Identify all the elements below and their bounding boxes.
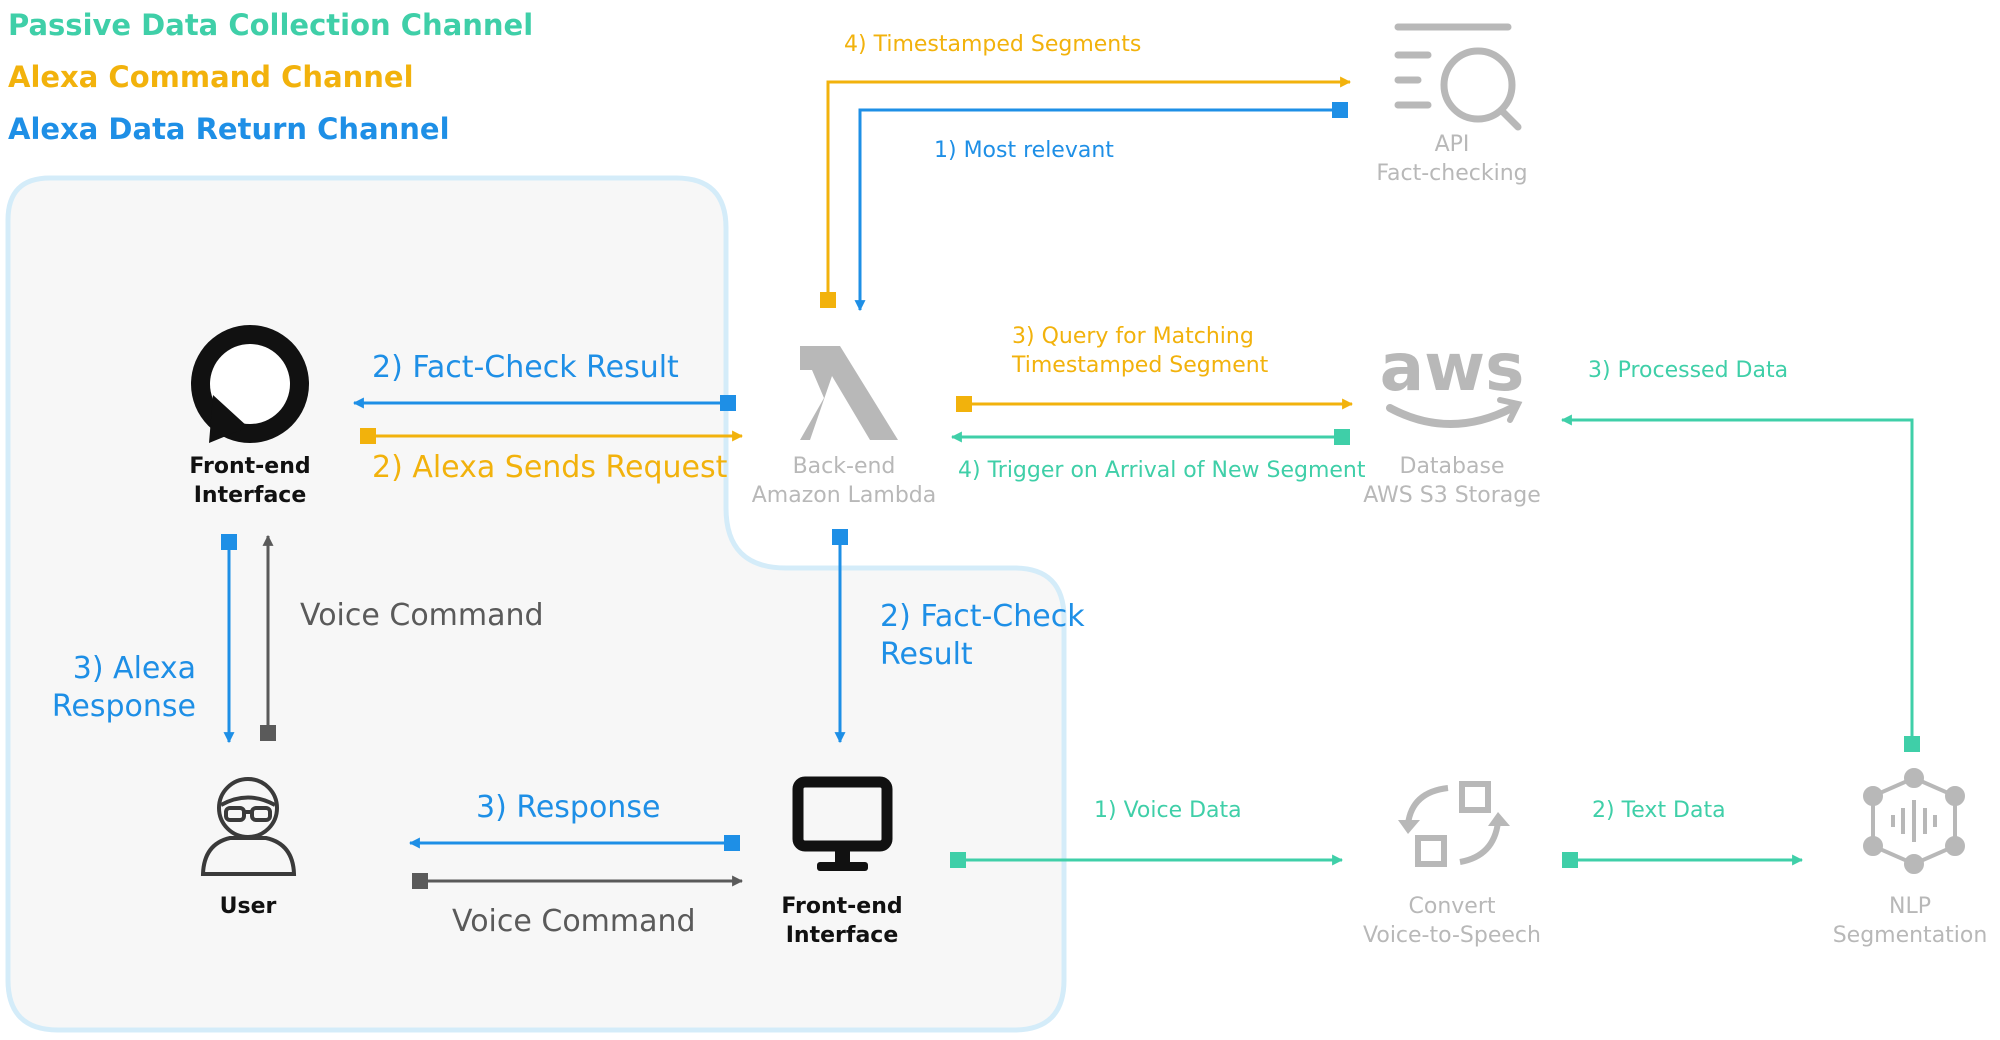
nlp-label: NLP Segmentation — [1820, 892, 2000, 950]
nlp-network-icon — [1863, 768, 1965, 874]
label-query-matching-line2: Timestamped Segment — [1012, 353, 1269, 378]
label-text-data: 2) Text Data — [1592, 798, 1726, 823]
monitor-interface-label-line1: Front-end — [781, 894, 903, 919]
legend-return-channel: Alexa Data Return Channel — [8, 112, 450, 146]
edge-voice-data — [950, 852, 1344, 868]
edge-alexa-sends-request — [360, 428, 744, 444]
api-label-line2: Fact-checking — [1376, 161, 1528, 186]
label-voice-data: 1) Voice Data — [1094, 798, 1242, 823]
edge-trigger-new-segment — [950, 429, 1350, 445]
alexa-interface-label: Front-end Interface — [170, 452, 330, 510]
label-factcheck-result-monitor-line1: 2) Fact-Check — [880, 599, 1085, 634]
user-label: User — [219, 894, 277, 919]
label-most-relevant: 1) Most relevant — [934, 138, 1114, 163]
edge-factcheck-result-alexa — [352, 395, 736, 411]
label-factcheck-result-monitor: 2) Fact-Check Result — [880, 598, 1085, 674]
monitor-interface-label: Front-end Interface — [762, 892, 922, 950]
alexa-interface-label-line1: Front-end — [189, 454, 311, 479]
edge-timestamped-segments — [820, 76, 1352, 308]
nlp-label-line2: Segmentation — [1832, 923, 1988, 948]
label-voice-command-vertical: Voice Command — [300, 598, 544, 633]
label-alexa-response-line1: 3) Alexa — [72, 651, 196, 686]
legend-passive-channel: Passive Data Collection Channel — [8, 8, 534, 42]
database-label-line2: AWS S3 Storage — [1363, 483, 1541, 508]
lambda-label-line1: Back-end — [792, 454, 896, 479]
edge-most-relevant — [854, 102, 1348, 312]
label-alexa-response: 3) Alexa Response — [30, 650, 196, 726]
label-response: 3) Response — [476, 790, 661, 825]
label-factcheck-result-alexa: 2) Fact-Check Result — [372, 350, 679, 385]
label-timestamped-segments: 4) Timestamped Segments — [844, 32, 1142, 57]
lambda-label: Back-end Amazon Lambda — [744, 452, 944, 510]
convert-label-line2: Voice-to-Speech — [1363, 923, 1541, 948]
database-label-line1: Database — [1399, 454, 1505, 479]
legend-command-channel: Alexa Command Channel — [8, 60, 414, 94]
label-trigger-new-segment: 4) Trigger on Arrival of New Segment — [958, 458, 1366, 483]
convert-arrows-icon — [1398, 781, 1510, 867]
label-alexa-sends-request: 2) Alexa Sends Request — [372, 450, 728, 485]
user-icon — [200, 777, 297, 876]
aws-logo-icon: aws — [1380, 329, 1525, 428]
svg-text:aws: aws — [1380, 329, 1525, 406]
label-query-matching-line1: 3) Query for Matching — [1012, 324, 1254, 349]
api-label: API Fact-checking — [1372, 130, 1532, 188]
lambda-icon — [800, 346, 898, 440]
edge-factcheck-result-monitor — [832, 529, 848, 744]
edge-alexa-response — [221, 534, 237, 744]
edge-text-data — [1562, 852, 1804, 868]
edge-query-matching — [956, 396, 1354, 412]
monitor-icon — [792, 776, 893, 871]
label-query-matching: 3) Query for Matching Timestamped Segmen… — [1012, 322, 1268, 380]
convert-label-line1: Convert — [1408, 894, 1496, 919]
convert-label: Convert Voice-to-Speech — [1352, 892, 1552, 950]
edge-response — [408, 835, 740, 851]
monitor-interface-label-line2: Interface — [785, 923, 899, 948]
nlp-label-line1: NLP — [1889, 894, 1931, 919]
lambda-label-line2: Amazon Lambda — [751, 483, 937, 508]
label-alexa-response-line2: Response — [51, 689, 196, 724]
api-label-line1: API — [1434, 132, 1470, 157]
edge-processed-data — [1560, 414, 1920, 752]
search-list-icon — [1394, 23, 1522, 131]
database-label: Database AWS S3 Storage — [1352, 452, 1552, 510]
label-factcheck-result-monitor-line2: Result — [880, 637, 973, 672]
edge-voice-command-vertical — [260, 534, 276, 741]
edge-voice-command-horizontal — [412, 873, 744, 889]
label-voice-command-horizontal: Voice Command — [452, 904, 696, 939]
alexa-interface-label-line2: Interface — [193, 483, 307, 508]
label-processed-data: 3) Processed Data — [1588, 358, 1789, 383]
alexa-ring-icon — [191, 325, 309, 443]
